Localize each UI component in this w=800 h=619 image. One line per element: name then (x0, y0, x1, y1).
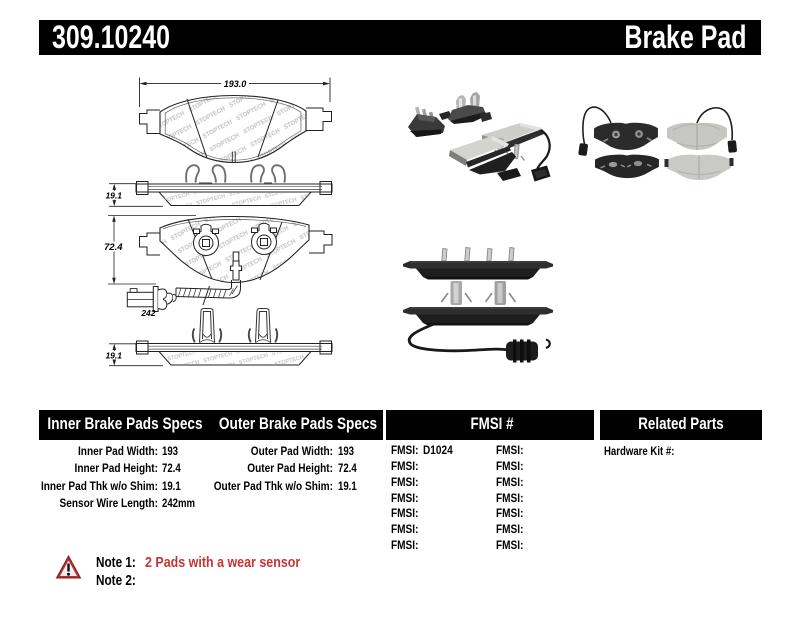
svg-text:19.1: 19.1 (105, 190, 122, 200)
svg-text:72.4: 72.4 (104, 242, 123, 253)
svg-text:242: 242 (140, 308, 155, 318)
svg-text:193.0: 193.0 (224, 79, 247, 89)
svg-text:19.1: 19.1 (105, 350, 122, 360)
